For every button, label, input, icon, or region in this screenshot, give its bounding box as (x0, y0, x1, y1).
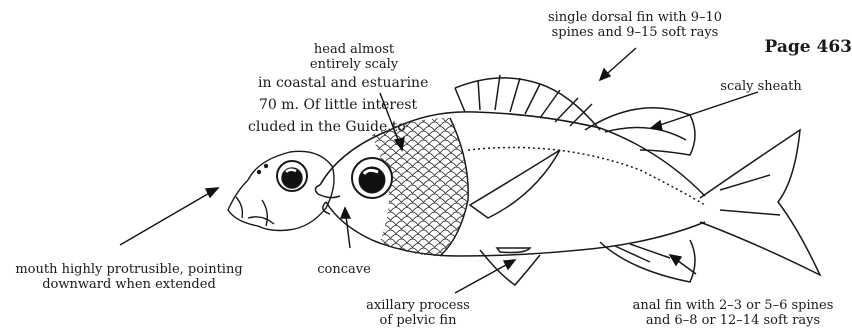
label-head-scaly-line1: head almost (304, 42, 404, 57)
label-mouth-line1: mouth highly protrusible, pointing (0, 262, 258, 277)
main-eye (352, 158, 392, 198)
label-head-scaly: head almost entirely scaly (304, 42, 404, 72)
label-scaly-sheath: scaly sheath (706, 79, 816, 94)
label-dorsal-fin-line1: single dorsal fin with 9–10 (530, 10, 740, 25)
label-anal-fin-line1: anal fin with 2–3 or 5–6 spines (618, 298, 848, 313)
label-dorsal-fin: single dorsal fin with 9–10 spines and 9… (530, 10, 740, 40)
label-mouth: mouth highly protrusible, pointing downw… (0, 262, 258, 292)
label-concave: concave (300, 262, 388, 277)
label-anal-fin-line2: and 6–8 or 12–14 soft rays (618, 313, 848, 328)
label-dorsal-fin-line2: spines and 9–15 soft rays (530, 25, 740, 40)
protruded-head-sketch (228, 151, 334, 230)
label-head-scaly-line2: entirely scaly (304, 57, 404, 72)
label-anal-fin: anal fin with 2–3 or 5–6 spines and 6–8 … (618, 298, 848, 328)
label-axillary-line1: axillary process (358, 298, 478, 313)
label-mouth-line2: downward when extended (0, 277, 258, 292)
label-axillary-line2: of pelvic fin (358, 313, 478, 328)
label-axillary-process: axillary process of pelvic fin (358, 298, 478, 328)
